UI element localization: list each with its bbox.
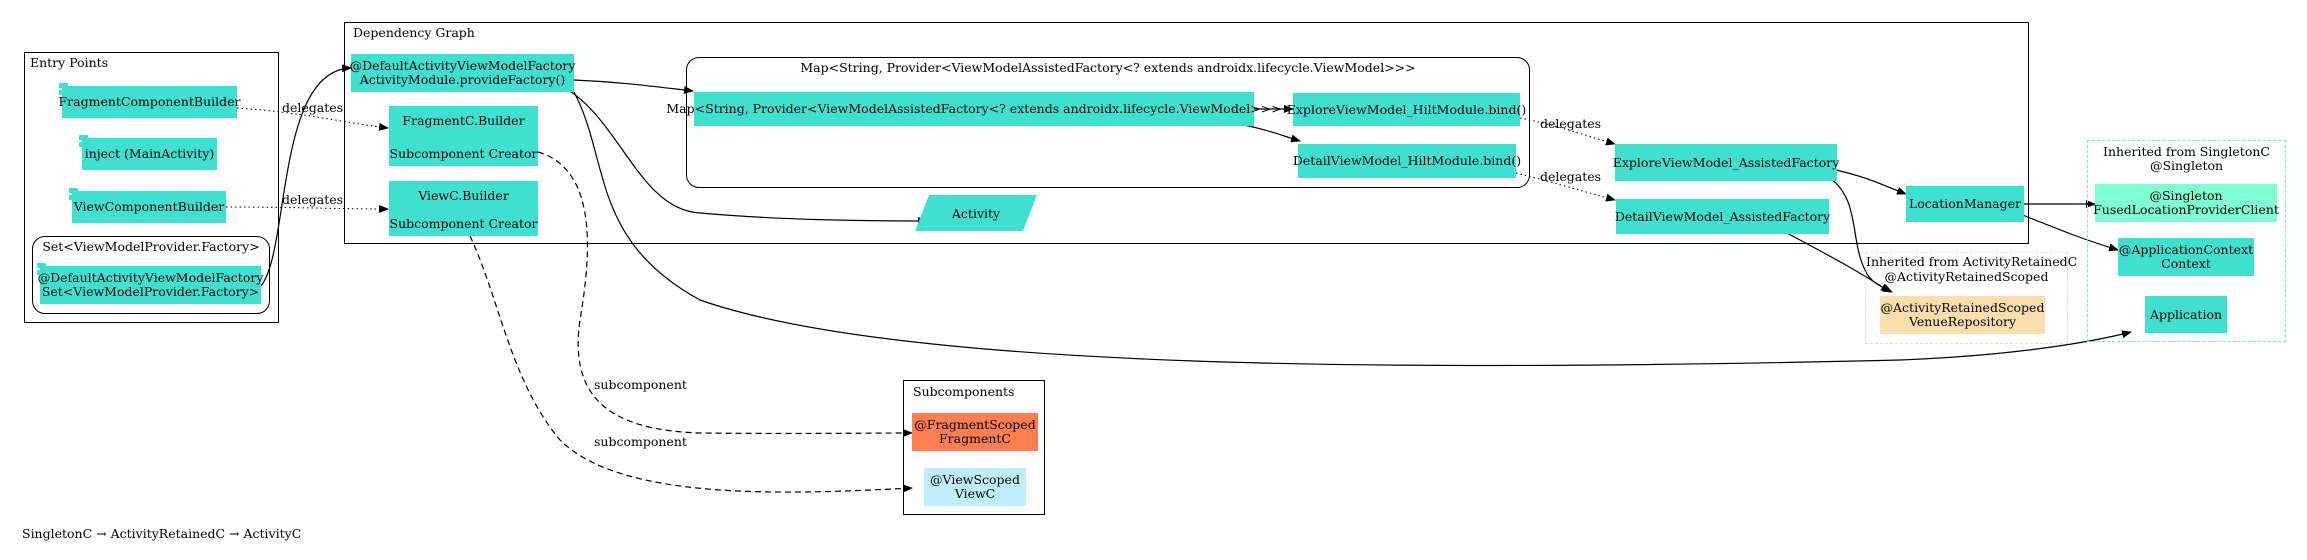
- explore-assisted-label: ExploreViewModel_AssistedFactory: [1612, 154, 1840, 170]
- fused-location-line2: FusedLocationProviderClient: [2093, 202, 2279, 217]
- edge-fragment-builder-delegates: [236, 107, 389, 131]
- singleton-title-2: @Singleton: [2149, 158, 2224, 173]
- subcomponents-cluster: Subcomponents: [903, 380, 1045, 515]
- detail-bind-label: DetailViewModel_HiltModule.bind(): [1292, 153, 1522, 168]
- viewc-builder-line2: Subcomponent Creator: [389, 216, 538, 231]
- provide-factory-line2: ActivityModule.provideFactory(): [359, 72, 566, 87]
- viewc-builder-line1: ViewC.Builder: [418, 188, 509, 203]
- edge-set-to-provide-factory: [260, 64, 352, 287]
- edge-provide-to-activity: [564, 87, 928, 225]
- viewc-line1: @ViewScoped: [930, 472, 1020, 487]
- view-component-builder-label: ViewComponentBuilder: [73, 199, 225, 214]
- activity-retained-title-2: @ActivityRetainedScoped: [1884, 269, 2049, 284]
- detail-assisted-label: DetailViewModel_AssistedFactory: [1614, 208, 1831, 224]
- subcomponent-label-1: subcomponent: [594, 377, 687, 392]
- fragment-component-builder-node: FragmentComponentBuilder: [58, 83, 241, 118]
- set-provider-title: Set<ViewModelProvider.Factory>: [42, 239, 260, 254]
- delegates-label-3: delegates: [1540, 116, 1602, 131]
- fragmentc-line2: FragmentC: [939, 431, 1011, 446]
- app-context-line2: Context: [2161, 256, 2211, 271]
- dependency-graph-cluster: Dependency Graph: [344, 22, 2029, 244]
- dependency-graph-title: Dependency Graph: [353, 25, 475, 40]
- fused-location-line1: @Singleton: [2149, 188, 2223, 203]
- viewc-builder-node: ViewC.Builder Subcomponent Creator: [389, 181, 538, 236]
- activity-retained-cluster: Inherited from ActivityRetainedC @Activi…: [1865, 252, 2078, 344]
- viewc-line2: ViewC: [954, 486, 996, 501]
- edge-provide-to-map: [573, 79, 694, 94]
- edge-location-to-context: [2019, 213, 2119, 252]
- edge-view-builder-subcomponent: [469, 235, 913, 493]
- detail-assisted-node: DetailViewModel_AssistedFactory: [1614, 199, 1831, 234]
- application-label: Application: [2149, 306, 2223, 322]
- venue-repository-line1: @ActivityRetainedScoped: [1880, 300, 2045, 315]
- map-cluster-title: Map<String, Provider<ViewModelAssistedFa…: [800, 60, 1416, 75]
- edge-explore-to-location: [1835, 169, 1907, 195]
- entry-points-title: Entry Points: [30, 55, 109, 70]
- explore-bind-label: ExploreViewModel_HiltModule.bind(): [1286, 101, 1527, 117]
- set-provider-cluster: Set<ViewModelProvider.Factory>: [32, 236, 270, 314]
- entry-points-cluster: Entry Points: [24, 52, 279, 323]
- fragmentc-builder-line1: FragmentC.Builder: [402, 113, 525, 128]
- default-factory-set-line2: Set<ViewModelProvider.Factory>: [41, 284, 260, 299]
- activity-node: Activity: [915, 195, 1037, 231]
- fragmentc-builder-node: FragmentC.Builder Subcomponent Creator: [389, 106, 538, 166]
- provide-factory-line1: @DefaultActivityViewModelFactory: [349, 58, 576, 73]
- application-node: Application: [2145, 296, 2227, 333]
- singleton-cluster: Inherited from SingletonC @Singleton: [2087, 140, 2286, 342]
- inject-main-activity-label: inject (MainActivity): [84, 146, 215, 161]
- inject-main-activity-node: inject (MainActivity): [79, 135, 217, 170]
- default-factory-set-node: @DefaultActivityViewModelFactory Set<Vie…: [37, 263, 264, 304]
- delegates-label-1: delegates: [282, 100, 344, 115]
- map-node: Map<String, Provider<ViewModelAssistedFa…: [666, 92, 1282, 126]
- location-manager-node: LocationManager: [1906, 186, 2024, 222]
- provide-factory-node: @DefaultActivityViewModelFactory Activit…: [349, 54, 576, 92]
- fragment-component-builder-label: FragmentComponentBuilder: [58, 94, 241, 109]
- detail-bind-node: DetailViewModel_HiltModule.bind(): [1293, 144, 1521, 178]
- edge-provide-to-application: [573, 91, 2132, 367]
- fragmentc-node: @FragmentScoped FragmentC: [912, 413, 1038, 451]
- subcomponent-label-2: subcomponent: [594, 434, 687, 449]
- fused-location-node: @Singleton FusedLocationProviderClient: [2093, 184, 2279, 222]
- app-context-line1: @ApplicationContext: [2118, 242, 2254, 257]
- delegates-label-2: delegates: [282, 192, 344, 207]
- delegates-label-4: delegates: [1540, 169, 1602, 184]
- edge-detail-to-venue: [1784, 231, 1891, 293]
- map-cluster: Map<String, Provider<ViewModelAssistedFa…: [686, 57, 1530, 188]
- viewc-node: @ViewScoped ViewC: [924, 468, 1026, 506]
- subcomponents-title: Subcomponents: [913, 384, 1015, 399]
- scope-legend: SingletonC → ActivityRetainedC → Activit…: [22, 526, 302, 541]
- activity-retained-title-1: Inherited from ActivityRetainedC: [1866, 254, 2078, 269]
- location-manager-label: LocationManager: [1908, 196, 2021, 211]
- explore-assisted-node: ExploreViewModel_AssistedFactory: [1612, 144, 1840, 181]
- fragmentc-builder-line2: Subcomponent Creator: [389, 146, 538, 161]
- explore-bind-node: ExploreViewModel_HiltModule.bind(): [1287, 93, 1526, 126]
- fragmentc-line1: @FragmentScoped: [914, 417, 1036, 432]
- edge-explore-bind-delegates: [1519, 117, 1616, 146]
- venue-repository-line2: VenueRepository: [1908, 314, 2017, 329]
- venue-repository-node: @ActivityRetainedScoped VenueRepository: [1880, 296, 2045, 334]
- map-node-label: Map<String, Provider<ViewModelAssistedFa…: [666, 101, 1282, 116]
- default-factory-set-line1: @DefaultActivityViewModelFactory: [37, 270, 264, 285]
- activity-label: Activity: [951, 206, 1001, 221]
- app-context-node: @ApplicationContext Context: [2118, 238, 2254, 276]
- view-component-builder-node: ViewComponentBuilder: [69, 188, 226, 223]
- edge-view-builder-delegates: [225, 204, 389, 213]
- singleton-title-1: Inherited from SingletonC: [2103, 144, 2270, 159]
